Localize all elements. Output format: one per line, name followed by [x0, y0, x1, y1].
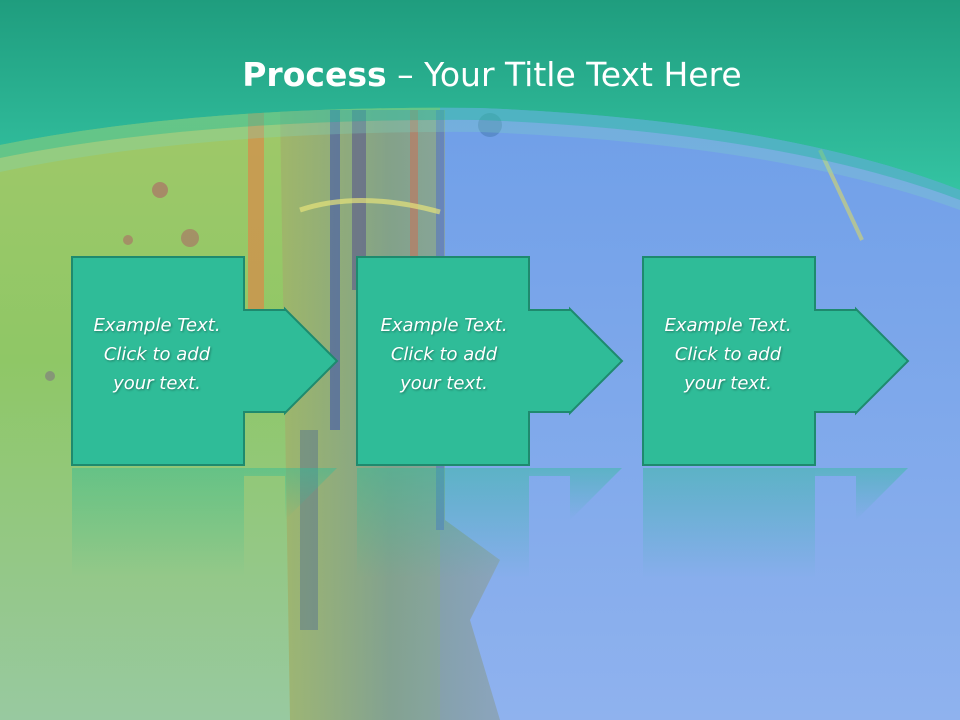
step-reflection-3 [643, 468, 908, 578]
process-step-3-shape[interactable] [642, 256, 910, 466]
step-reflection-2 [357, 468, 622, 578]
process-step-1-shape[interactable] [71, 256, 339, 466]
slide-title-rest: – Your Title Text Here [386, 55, 742, 94]
process-step-1-text[interactable]: Example Text. Click to add your text. [93, 315, 221, 394]
step-reflection-1 [72, 468, 337, 578]
slide-title[interactable]: Process – Your Title Text Here [0, 52, 960, 98]
process-step-2-text[interactable]: Example Text. Click to add your text. [380, 315, 508, 394]
process-step-3-text[interactable]: Example Text. Click to add your text. [664, 315, 792, 394]
process-step-2-shape[interactable] [356, 256, 624, 466]
slide-title-bold: Process [242, 55, 387, 94]
